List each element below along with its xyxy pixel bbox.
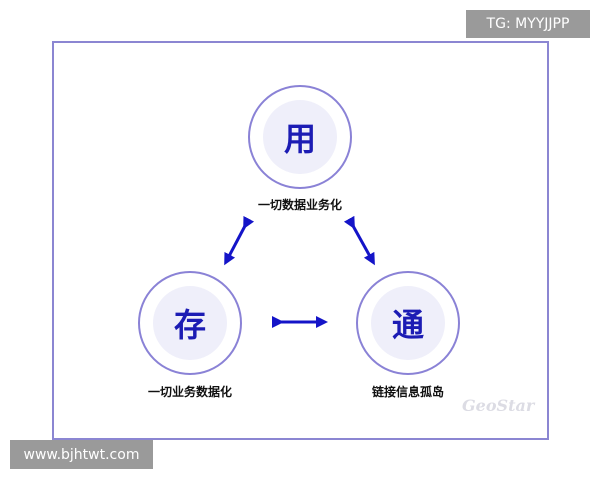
node-connect-label: 链接信息孤岛 [371, 385, 444, 399]
node-use-char: 用 [263, 100, 337, 174]
node-use-label: 一切数据业务化 [257, 198, 342, 212]
watermark-logo: GeoStar [462, 396, 535, 415]
node-store: 存 [138, 271, 242, 375]
node-store-label: 一切业务数据化 [147, 385, 232, 399]
arrow-use-connect [343, 215, 375, 266]
overlay-website-label: www.bjhtwt.com [10, 440, 153, 469]
node-connect: 通 [356, 271, 460, 375]
node-connect-char: 通 [371, 286, 445, 360]
overlay-tg-label: TG: MYYJJPP [466, 10, 590, 38]
node-use: 用 [248, 85, 352, 189]
arrow-use-store [224, 215, 255, 266]
node-store-char: 存 [153, 286, 227, 360]
